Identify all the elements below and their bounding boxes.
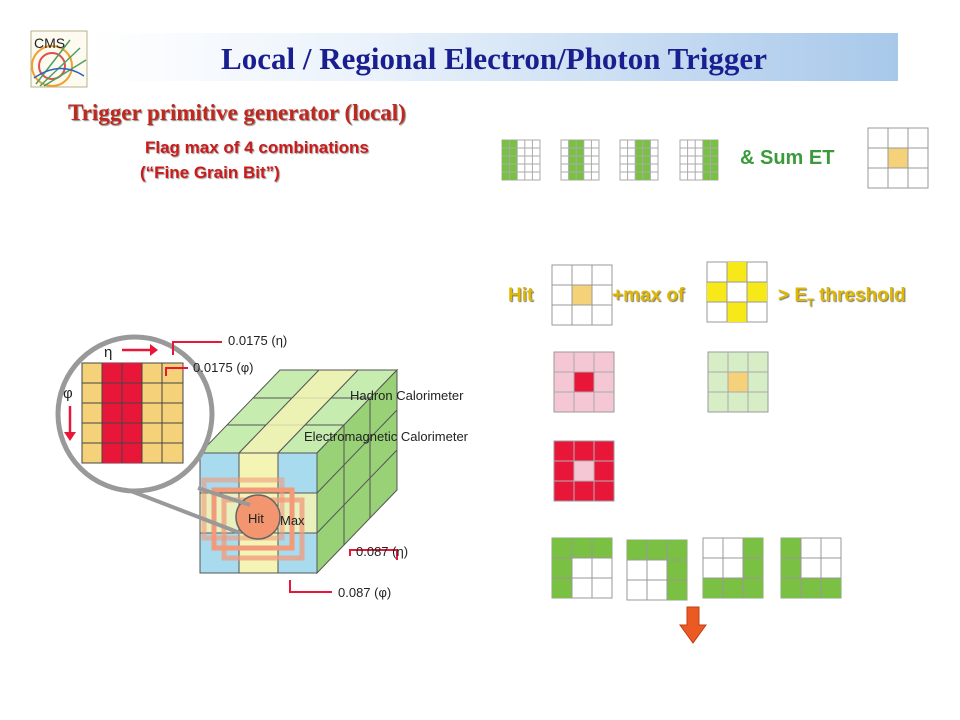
strip-pattern-1: [501, 139, 541, 181]
green-tan-center-grid: [707, 351, 769, 413]
hit-label: Hit: [508, 285, 534, 306]
strip-pattern-3: [619, 139, 659, 181]
hadron-calorimeter-label: Hadron Calorimeter: [350, 388, 464, 403]
hit-grid: [551, 264, 613, 326]
down-arrow-icon: [679, 606, 707, 644]
corner-pattern-4: [780, 537, 842, 599]
strip-pattern-2: [560, 139, 600, 181]
threshold-label: > ET threshold: [778, 285, 906, 309]
note-line-2: (“Fine Grain Bit”): [140, 163, 280, 182]
crystal-grid: [81, 362, 184, 464]
corner-pattern-1: [551, 537, 613, 599]
eta-symbol: η: [104, 344, 112, 361]
strip-pattern-4: [679, 139, 719, 181]
threshold-prefix: > E: [778, 285, 808, 306]
calorimeter-diagram: Hit Max η φ 0.0175 (η) 0.0175 (φ) Hadron…: [55, 333, 469, 600]
threshold-subscript: T: [807, 296, 814, 309]
max-of-cross-grid: [706, 261, 768, 323]
dim-coarse-eta: 0.087 (η): [356, 544, 408, 559]
eta-arrow-icon: [150, 344, 158, 356]
dim-fine-eta: 0.0175 (η): [228, 333, 287, 348]
red-ring-grid: [553, 440, 615, 502]
max-cell-label: Max: [280, 513, 305, 528]
dim-fine-phi: 0.0175 (φ): [193, 360, 253, 375]
sum-et-grid: [867, 127, 929, 189]
em-calorimeter-label: Electromagnetic Calorimeter: [304, 429, 469, 444]
corner-pattern-2: [626, 539, 688, 601]
corner-pattern-3: [702, 537, 764, 599]
title-bar: Local / Regional Electron/Photon Trigger: [90, 33, 898, 81]
dim-coarse-phi: 0.087 (φ): [338, 585, 391, 600]
phi-symbol: φ: [63, 385, 73, 402]
pink-red-center-grid: [553, 351, 615, 413]
logo-text: CMS: [34, 35, 65, 51]
page-title: Local / Regional Electron/Photon Trigger: [221, 41, 767, 76]
cms-logo-icon: CMS: [30, 30, 88, 88]
section-heading: Trigger primitive generator (local): [68, 100, 406, 125]
hit-cell-label: Hit: [248, 511, 264, 526]
note-line-1: Flag max of 4 combinations: [145, 138, 369, 157]
threshold-suffix: threshold: [813, 285, 906, 306]
max-of-label: +max of: [612, 285, 685, 306]
sum-et-label: & Sum ET: [740, 147, 835, 169]
phi-arrow-icon: [64, 432, 76, 441]
